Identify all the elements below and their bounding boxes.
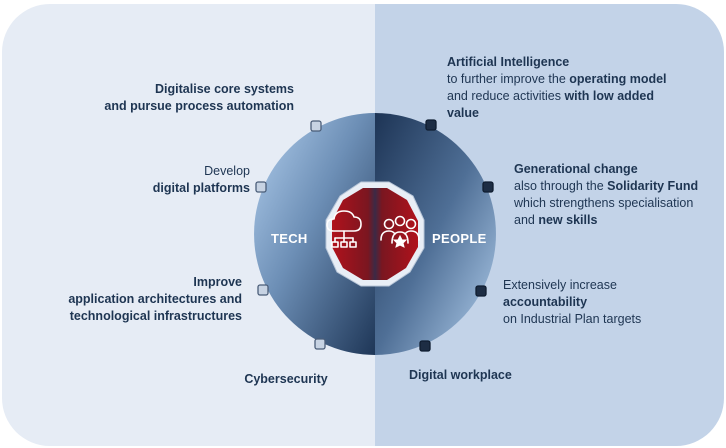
people-half-ring: [375, 113, 496, 355]
tech-item-architectures: Improve application architectures and te…: [68, 275, 242, 323]
people-item-digital-workplace: Digital workplace: [409, 368, 512, 382]
tech-item-cybersecurity: Cybersecurity: [244, 372, 328, 386]
connector-marker: [255, 181, 267, 193]
connector-marker: [310, 120, 322, 132]
connector-marker: [482, 181, 494, 193]
people-label: PEOPLE: [432, 231, 487, 246]
cloud-network-icon: [326, 210, 362, 248]
tech-item-digital-platforms: Develop digital platforms: [152, 164, 250, 195]
people-item-accountability: Extensively increase accountability on I…: [503, 278, 642, 326]
people-item-generational-change: Generational change also through the Sol…: [514, 162, 699, 227]
connector-marker: [475, 285, 487, 297]
connector-marker: [257, 284, 269, 296]
people-group-icon: [380, 215, 420, 248]
center-octagon: [332, 188, 418, 280]
connector-marker: [314, 338, 326, 350]
tech-half-ring: [254, 113, 375, 355]
connector-marker: [419, 340, 431, 352]
tech-item-core-systems: Digitalise core systems and pursue proce…: [104, 82, 294, 113]
connector-marker: [425, 119, 437, 131]
people-item-ai: Artificial Intelligence to further impro…: [447, 55, 667, 120]
tech-label: TECH: [271, 231, 308, 246]
